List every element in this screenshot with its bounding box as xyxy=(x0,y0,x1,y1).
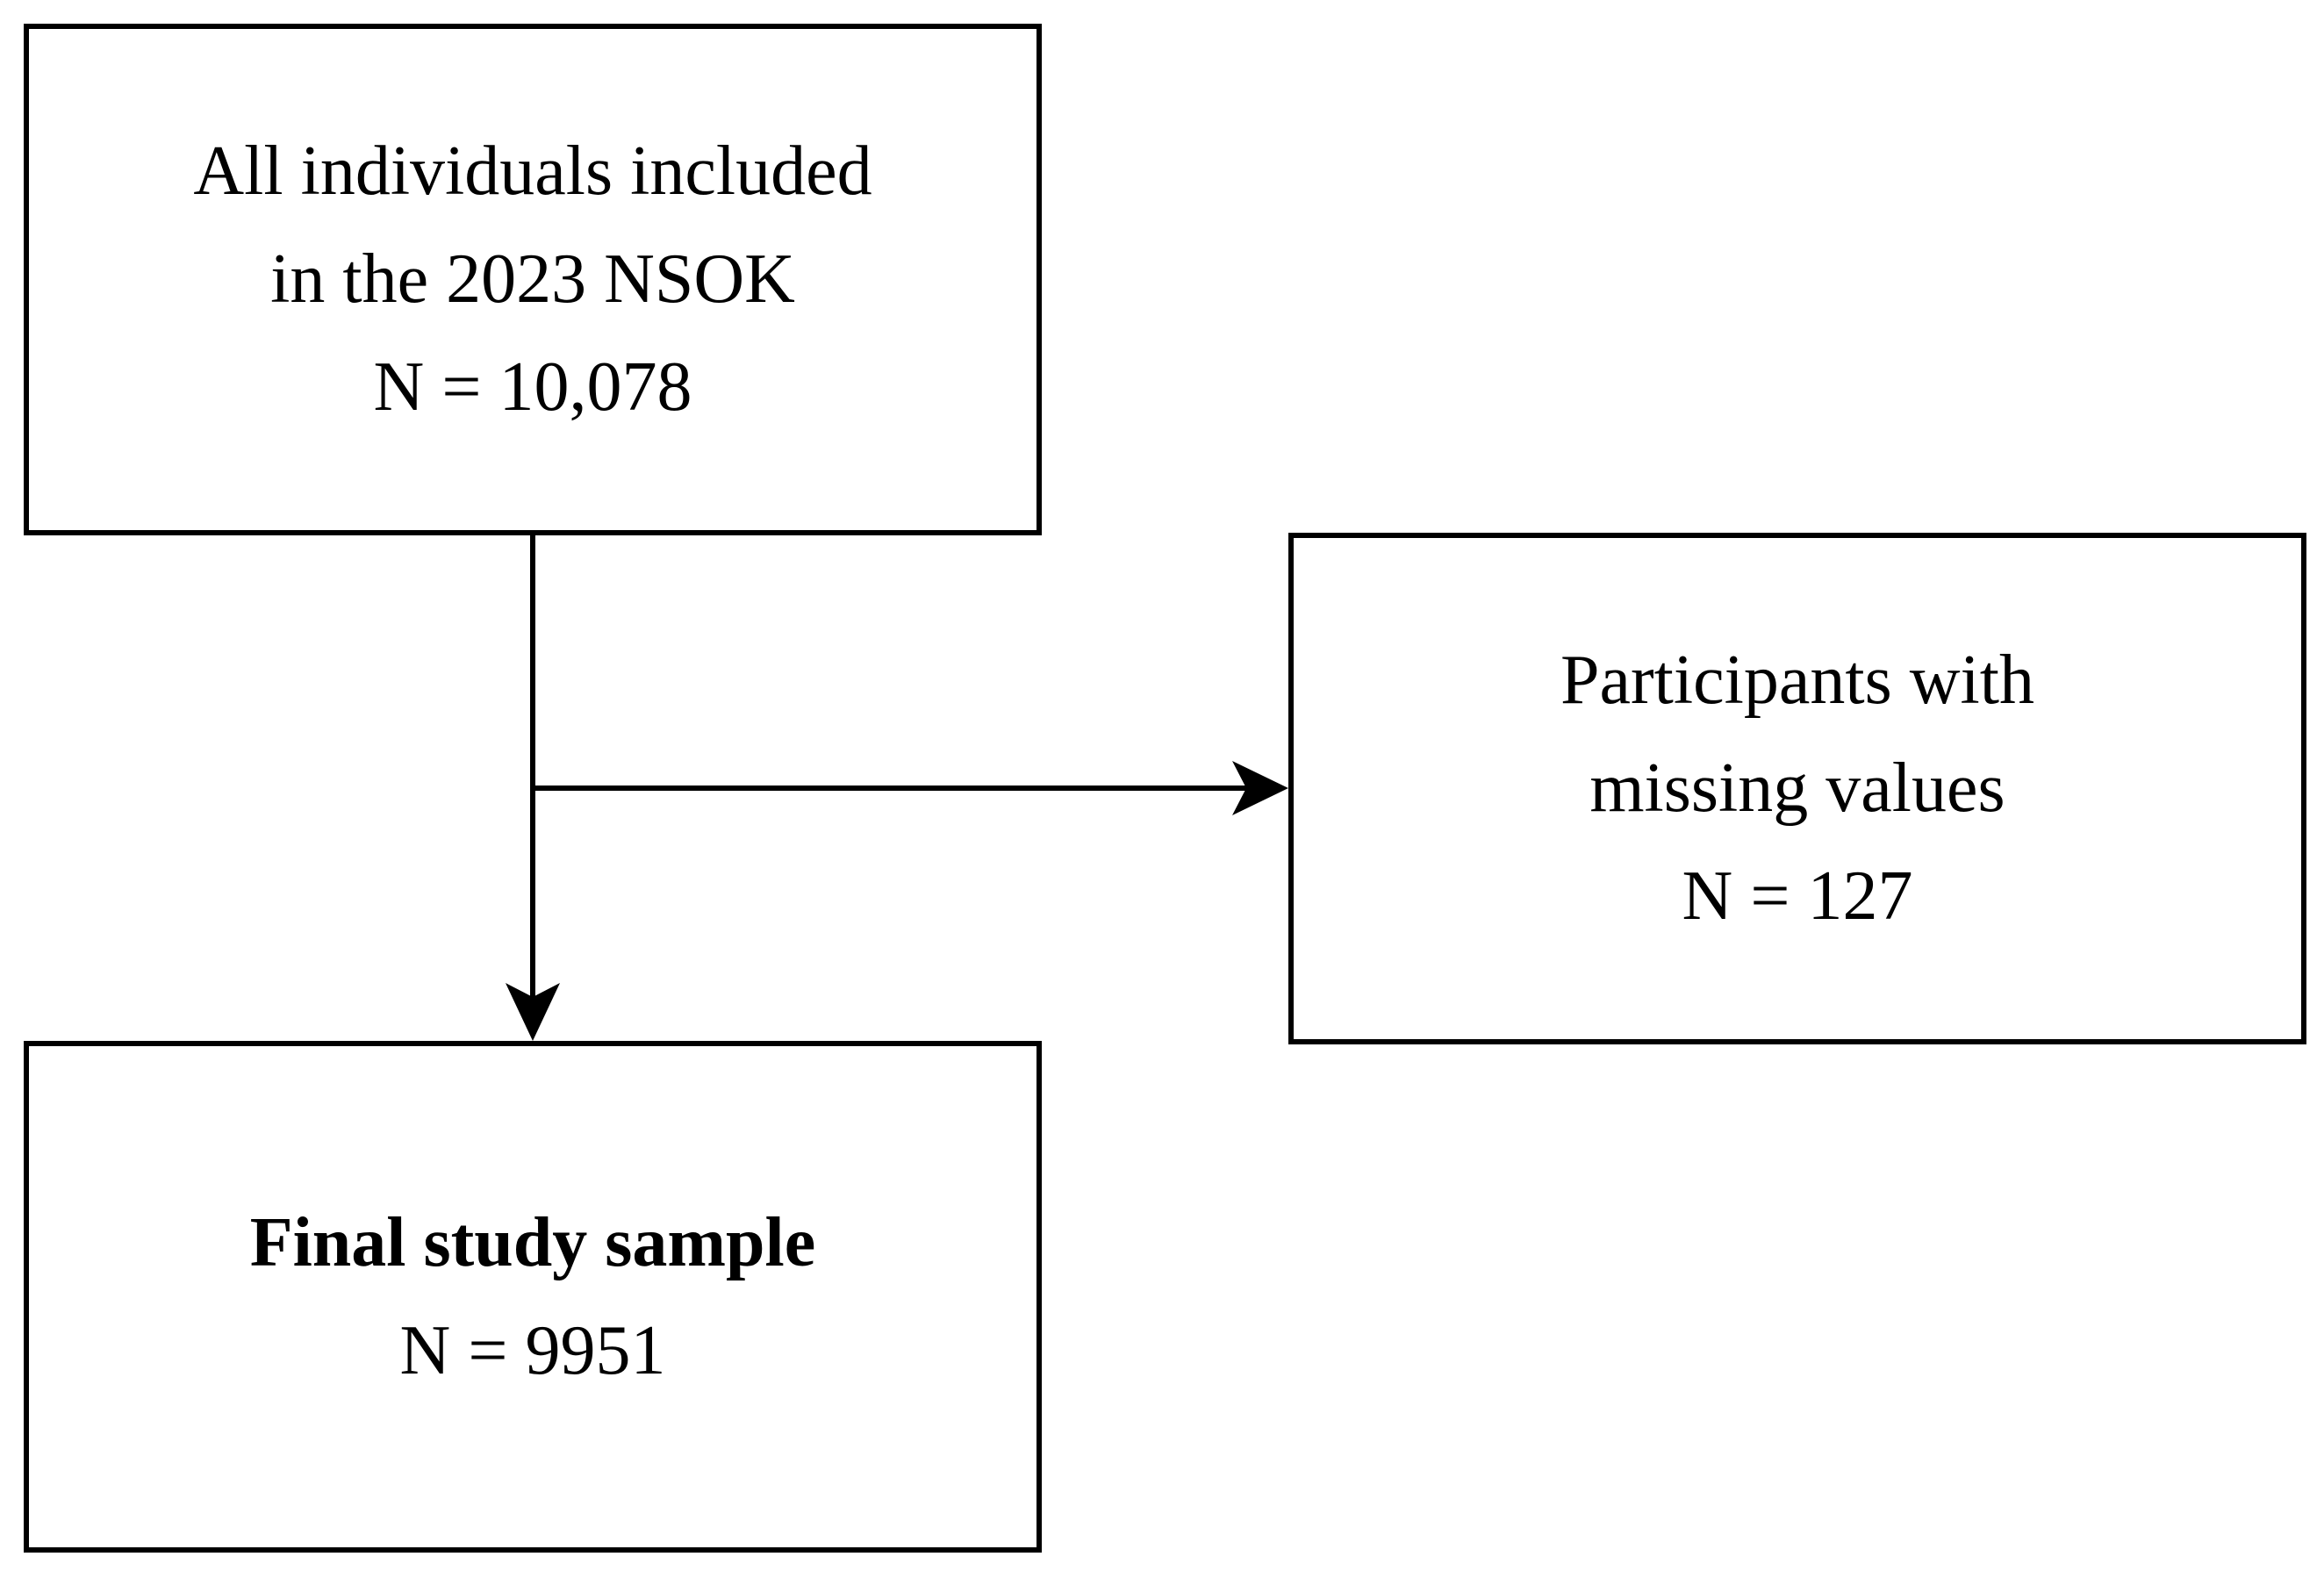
all-individuals-line-2: in the 2023 NSOK xyxy=(270,240,795,318)
missing-values-line-1: Participants with xyxy=(1560,642,2034,719)
missing-values-box: Participants with missing values N = 127 xyxy=(1288,533,2306,1044)
final-sample-count: N = 9951 xyxy=(399,1311,666,1389)
final-sample-title: Final study sample xyxy=(249,1203,816,1281)
missing-values-line-2: missing values xyxy=(1589,750,2005,827)
all-individuals-line-1: All individuals included xyxy=(193,133,872,210)
missing-values-count: N = 127 xyxy=(1682,857,1913,935)
all-individuals-count: N = 10,078 xyxy=(373,348,692,426)
right-arrowhead xyxy=(1232,761,1288,815)
final-sample-box: Final study sample N = 9951 xyxy=(24,1041,1042,1553)
down-arrowhead xyxy=(506,983,560,1041)
all-individuals-box: All individuals included in the 2023 NSO… xyxy=(24,24,1042,535)
